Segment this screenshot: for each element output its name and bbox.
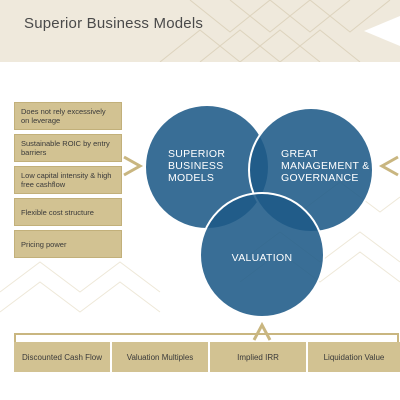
left-chevron-icon [123, 155, 144, 177]
circle-label-valuation: VALUATION [231, 252, 293, 264]
header-band: Superior Business Models [0, 0, 400, 62]
business-model-attributes: Does not rely excessively on leverage Su… [14, 102, 122, 258]
divider [208, 342, 210, 372]
attribute-box: Flexible cost structure [14, 198, 122, 226]
attribute-box: Low capital intensity & high free cashfl… [14, 166, 122, 194]
right-chevron-icon [378, 155, 399, 177]
attribute-label: Does not rely excessively on leverage [21, 107, 106, 125]
valuation-method-label: Discounted Cash Flow [21, 352, 103, 362]
valuation-method-label: Implied IRR [237, 352, 279, 362]
valuation-method-box: Valuation Multiples [112, 342, 208, 372]
attribute-box: Does not rely excessively on leverage [14, 102, 122, 130]
circle-label-great-management: GREAT MANAGEMENT & GOVERNANCE [281, 148, 370, 184]
valuation-method-box: Implied IRR [210, 342, 306, 372]
bottom-bracket [14, 333, 399, 342]
divider [110, 342, 112, 372]
page-title: Superior Business Models [24, 15, 204, 32]
attribute-box: Pricing power [14, 230, 122, 258]
header-arrow-icon [364, 16, 400, 46]
valuation-method-box: Discounted Cash Flow [14, 342, 110, 372]
valuation-methods-bar [14, 342, 400, 372]
attribute-label: Sustainable ROIC by entry barriers [21, 139, 110, 157]
header-decorative-lines [159, 0, 391, 62]
circle-valuation [199, 192, 325, 318]
up-chevron-icon [252, 321, 272, 341]
attribute-box: Sustainable ROIC by entry barriers [14, 134, 122, 162]
attribute-label: Flexible cost structure [21, 207, 94, 217]
valuation-method-label: Liquidation Value [323, 352, 385, 362]
divider [306, 342, 308, 372]
attribute-label: Low capital intensity & high free cashfl… [21, 171, 112, 189]
circle-label-superior-business-models: SUPERIOR BUSINESS MODELS [168, 148, 226, 184]
attribute-label: Pricing power [21, 239, 67, 249]
valuation-method-box: Liquidation Value [308, 342, 400, 372]
valuation-method-label: Valuation Multiples [126, 352, 194, 362]
